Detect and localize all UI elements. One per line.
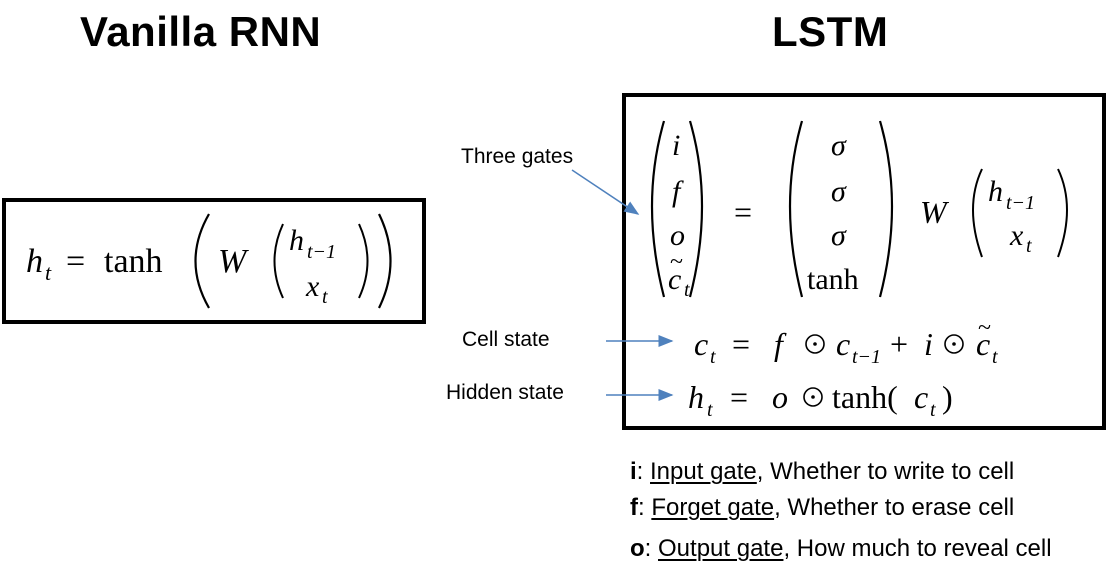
three-gates-label: Three gates xyxy=(461,145,574,168)
svg-text:o: o xyxy=(772,379,788,415)
svg-text:h: h xyxy=(289,224,304,257)
lstm-equation-box: i f o c ~ t = σ σ σ tanh W h t−1 x t c t… xyxy=(622,93,1106,430)
svg-text:σ: σ xyxy=(831,129,847,162)
svg-text:h: h xyxy=(688,379,704,415)
svg-text:c: c xyxy=(694,326,708,362)
svg-text:tanh(: tanh( xyxy=(832,379,898,415)
svg-text:=: = xyxy=(732,326,750,362)
svg-text:h: h xyxy=(26,243,43,280)
svg-text:t: t xyxy=(322,286,328,308)
svg-text:t: t xyxy=(930,399,936,421)
svg-text:t: t xyxy=(1026,235,1032,257)
svg-text:t: t xyxy=(707,399,713,421)
svg-text:=: = xyxy=(734,194,752,230)
svg-text:+: + xyxy=(890,326,908,362)
legend-letter: i xyxy=(630,458,637,485)
legend-sep: : xyxy=(636,458,651,485)
svg-text:t−1: t−1 xyxy=(1006,192,1035,214)
svg-text:σ: σ xyxy=(831,175,847,208)
svg-text:W: W xyxy=(920,194,950,230)
cell-state-label: Cell state xyxy=(462,328,550,351)
three-gates-arrow xyxy=(571,169,640,215)
legend-item-forget-gate: f: Forget gate, Whether to erase cell xyxy=(630,494,1014,522)
legend-item-input-gate: i: Input gate, Whether to write to cell xyxy=(630,458,1014,486)
svg-text:tanh: tanh xyxy=(807,263,859,296)
legend-desc: , Whether to write to cell xyxy=(756,458,1015,485)
legend-letter: f xyxy=(630,494,638,521)
vanilla-rnn-equation: h t = tanh W h t−1 x t xyxy=(26,213,392,309)
svg-text:x: x xyxy=(305,270,320,303)
hidden-state-label: Hidden state xyxy=(446,381,564,404)
legend-item-output-gate: o: Output gate, How much to reveal cell xyxy=(630,535,1052,563)
svg-text:i: i xyxy=(924,326,933,362)
svg-text:x: x xyxy=(1009,219,1024,252)
legend-desc: , How much to reveal cell xyxy=(783,535,1052,562)
legend-letter: o xyxy=(630,535,645,562)
svg-text:=: = xyxy=(66,243,85,280)
svg-text:~: ~ xyxy=(978,315,991,341)
vanilla-rnn-title: Vanilla RNN xyxy=(80,8,322,55)
svg-text:c: c xyxy=(976,326,990,362)
svg-text:t: t xyxy=(710,346,716,368)
svg-text:tanh: tanh xyxy=(104,243,163,280)
legend-gate-name: Input gate xyxy=(650,458,757,485)
svg-text:c: c xyxy=(668,263,681,296)
svg-text:c: c xyxy=(914,379,928,415)
lstm-title: LSTM xyxy=(772,8,889,55)
vanilla-rnn-equation-box: h t = tanh W h t−1 x t xyxy=(2,198,426,324)
legend-sep: : xyxy=(638,494,652,521)
svg-text:~: ~ xyxy=(670,249,683,275)
svg-text:i: i xyxy=(672,129,680,162)
legend-gate-name: Output gate xyxy=(658,535,784,562)
svg-text:t: t xyxy=(992,346,998,368)
svg-text:): ) xyxy=(942,379,953,415)
legend-desc: , Whether to erase cell xyxy=(774,494,1015,521)
svg-text:σ: σ xyxy=(831,219,847,252)
legend-sep: : xyxy=(644,535,659,562)
svg-text:=: = xyxy=(730,379,748,415)
svg-text:o: o xyxy=(670,219,685,252)
svg-text:t: t xyxy=(684,279,690,301)
lstm-equations: i f o c ~ t = σ σ σ tanh W h t−1 x t c t… xyxy=(650,120,1068,421)
svg-text:c: c xyxy=(836,326,850,362)
svg-text:t: t xyxy=(45,260,52,285)
svg-text:t−1: t−1 xyxy=(307,241,336,263)
svg-text:t−1: t−1 xyxy=(852,346,881,368)
svg-text:h: h xyxy=(988,175,1003,208)
svg-text:W: W xyxy=(218,243,249,280)
legend-gate-name: Forget gate xyxy=(651,494,775,521)
